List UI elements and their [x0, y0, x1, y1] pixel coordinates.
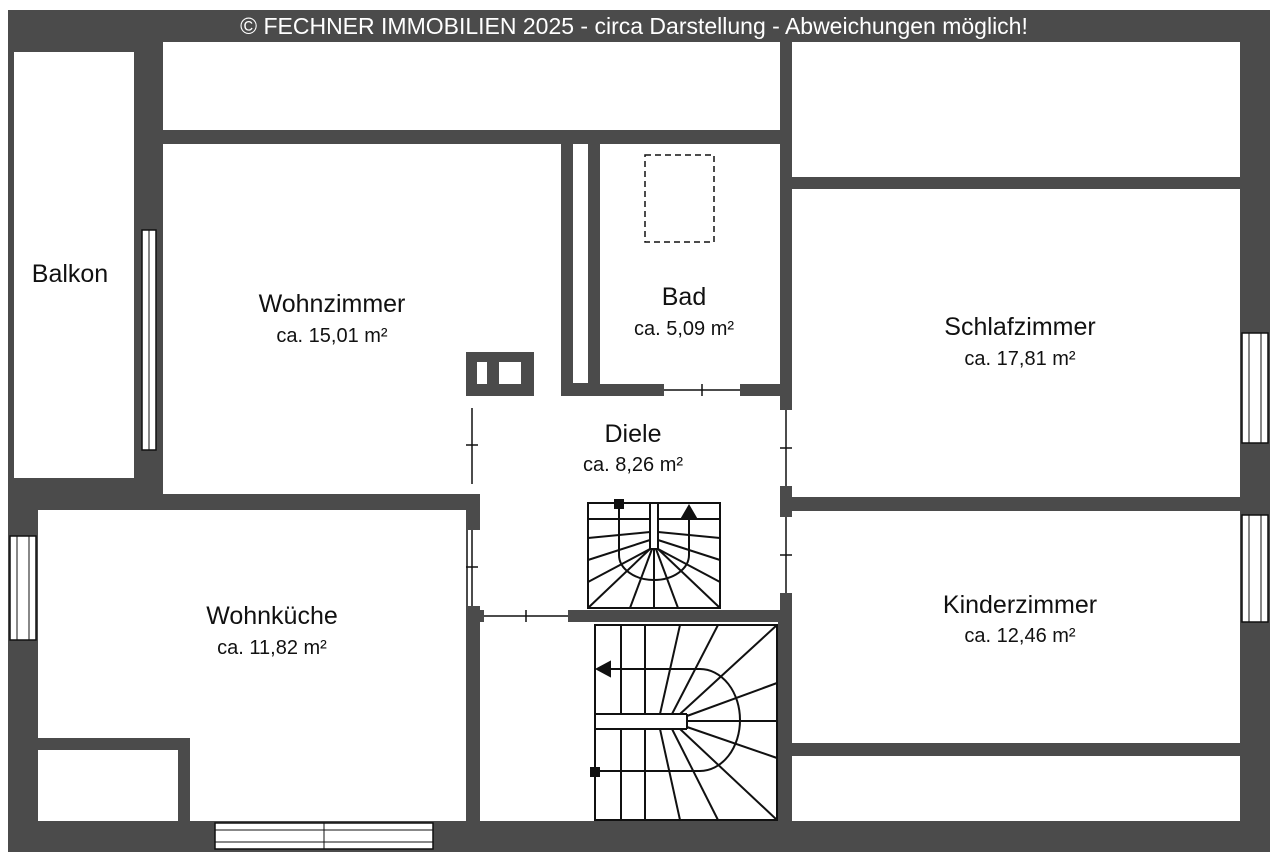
area-kinderzimmer: ca. 12,46 m² — [964, 625, 1076, 647]
room-top-right-strip — [792, 42, 1240, 177]
staircase-lower — [590, 624, 778, 821]
label-wohnkueche: Wohnküche — [206, 602, 338, 630]
room-kinderzimmer — [792, 511, 1240, 743]
area-diele: ca. 8,26 m² — [583, 454, 683, 476]
area-schlafzimmer: ca. 17,81 m² — [964, 348, 1076, 370]
area-wohnkueche: ca. 11,82 m² — [217, 637, 327, 659]
chimney-flue — [477, 362, 487, 384]
windows — [9, 229, 1269, 850]
copyright-banner: © FECHNER IMMOBILIEN 2025 - circa Darste… — [240, 13, 1028, 39]
room-schlafzimmer — [792, 189, 1240, 497]
room-balkon — [14, 52, 134, 478]
room-bottom-right-strip — [792, 756, 1240, 821]
shaft — [573, 144, 588, 383]
doors — [466, 384, 792, 622]
label-kinderzimmer: Kinderzimmer — [943, 591, 1097, 619]
staircase-upper — [587, 499, 721, 609]
shower-outline — [644, 154, 715, 243]
room-bad — [600, 144, 780, 384]
wall — [38, 738, 190, 750]
label-balkon: Balkon — [32, 260, 108, 288]
wall — [178, 738, 190, 821]
area-wohnzimmer: ca. 15,01 m² — [276, 325, 388, 347]
label-wohnzimmer: Wohnzimmer — [259, 290, 406, 318]
label-bad: Bad — [662, 283, 706, 311]
label-schlafzimmer: Schlafzimmer — [944, 313, 1095, 341]
room-wohnkueche — [38, 510, 466, 821]
area-bad: ca. 5,09 m² — [634, 318, 734, 340]
room-top-strip — [163, 42, 780, 130]
chimney-flue — [499, 362, 521, 384]
label-diele: Diele — [605, 420, 662, 448]
